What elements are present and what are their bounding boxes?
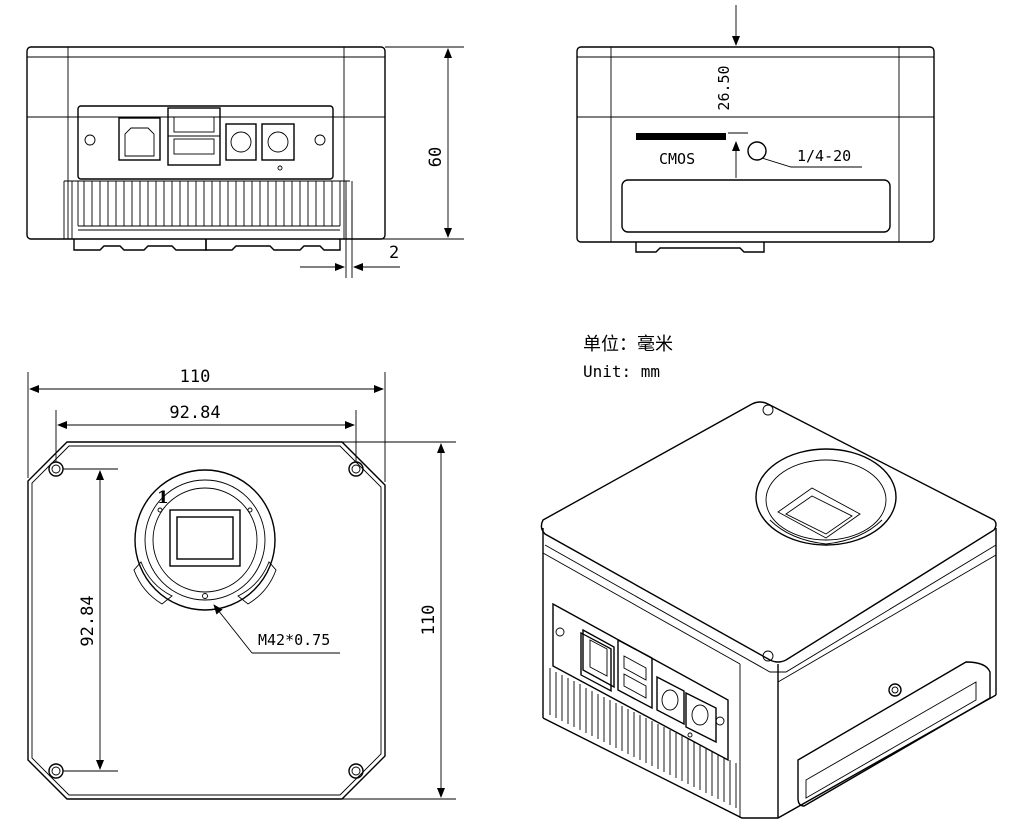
thread-spec-label: M42*0.75 bbox=[258, 631, 330, 649]
tripod-thread-label: 1/4-20 bbox=[797, 147, 851, 165]
units-note: 单位：毫米 Unit: mm bbox=[583, 334, 673, 381]
side-view: CMOS 1/4-20 26.50 bbox=[576, 5, 935, 253]
front-view: 60 2 bbox=[26, 46, 464, 278]
heat-sink-fins bbox=[63, 180, 353, 239]
power-jack-icon bbox=[225, 123, 257, 161]
units-note-en: Unit: mm bbox=[583, 362, 660, 381]
heat-sink-fins bbox=[549, 668, 737, 808]
units-note-zh: 单位：毫米 bbox=[583, 334, 673, 355]
top-view: 1 M42*0.75 110 92.84 92.84 110 bbox=[27, 367, 456, 800]
tripod-hole-icon bbox=[747, 141, 767, 161]
usb-a-port-icon bbox=[167, 107, 221, 166]
io-panel bbox=[552, 602, 729, 762]
m42-lens-mount bbox=[755, 448, 897, 546]
dimension-height-label: 60 bbox=[426, 147, 446, 167]
tripod-hole-icon bbox=[888, 683, 902, 697]
isometric-view bbox=[540, 401, 997, 819]
dimension-hole-spacing-h-label: 92.84 bbox=[169, 403, 220, 423]
cmos-label: CMOS bbox=[659, 150, 695, 168]
dimension-sensor-depth-label: 26.50 bbox=[715, 65, 733, 110]
dimension-width-label: 110 bbox=[180, 367, 211, 387]
io-panel bbox=[77, 105, 334, 180]
cmos-sensor-marker bbox=[636, 133, 726, 140]
dimension-hole-spacing-v-label: 92.84 bbox=[78, 595, 98, 646]
mounting-hole-icon bbox=[48, 763, 64, 779]
index-mark-label: 1 bbox=[157, 488, 169, 508]
mounting-hole-icon bbox=[48, 461, 64, 477]
dimension-height-label: 110 bbox=[419, 605, 439, 636]
power-jack-icon bbox=[261, 123, 295, 171]
mounting-hole-icon bbox=[348, 763, 364, 779]
usb-b-port-icon bbox=[118, 117, 161, 161]
mounting-hole-icon bbox=[348, 461, 364, 477]
m42-lens-mount bbox=[133, 469, 277, 611]
dimension-offset-label: 2 bbox=[389, 243, 399, 263]
